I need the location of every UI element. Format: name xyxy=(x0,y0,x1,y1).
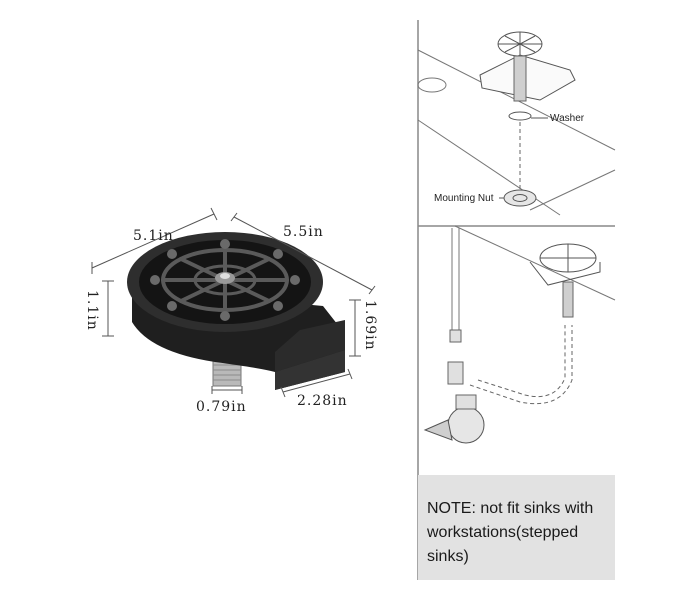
dimension-width-label: 5.5in xyxy=(283,224,324,240)
note-panel xyxy=(418,475,615,580)
dimension-spout-label: 2.28in xyxy=(297,393,348,409)
dimension-thread-label: 0.79in xyxy=(196,399,247,415)
compatibility-note: NOTE: not fit sinks with workstations(st… xyxy=(427,500,594,565)
dimension-body-height-label: 1.1in xyxy=(84,290,100,331)
exploded-view xyxy=(417,31,616,216)
plumbing-view xyxy=(423,225,616,444)
dimension-lines xyxy=(91,207,376,398)
dimension-total-height-label: 1.69in xyxy=(362,300,378,351)
washer-callout: Washer xyxy=(550,113,585,124)
dimension-length-label: 5.1in xyxy=(133,228,174,244)
glass-rinser-product xyxy=(127,232,345,390)
mounting-nut-callout: Mounting Nut xyxy=(434,193,494,204)
installation-panel: Washer Mounting Nut xyxy=(417,20,616,580)
